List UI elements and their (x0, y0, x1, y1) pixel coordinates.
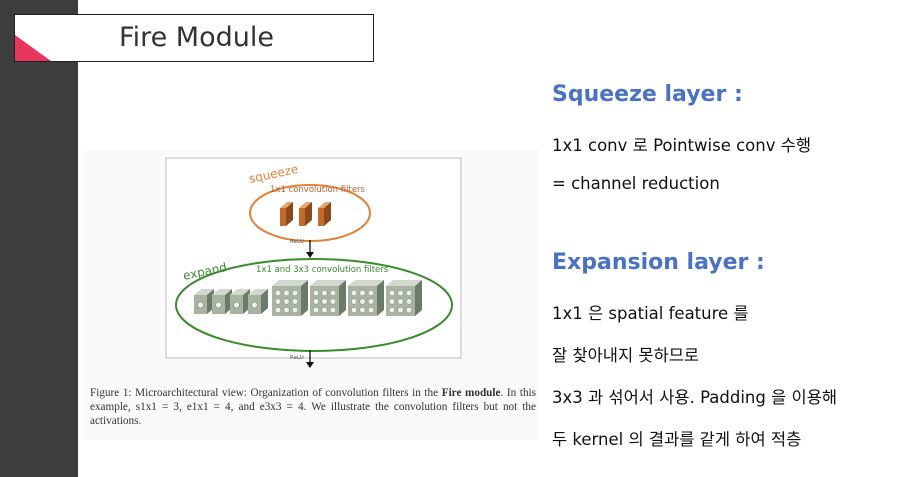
figure-caption: Figure 1: Microarchitectural view: Organ… (90, 386, 536, 428)
squeeze-line-2: = channel reduction (552, 174, 720, 193)
squeeze-filter-2 (299, 202, 312, 226)
expand-1x1-filter-3 (230, 289, 250, 314)
expansion-line-3: 3x3 과 섞어서 사용. Padding 을 이용해 (552, 388, 838, 407)
expand-ellipse (175, 258, 453, 352)
squeeze-filters-label: 1x1 convolution filters (270, 185, 366, 195)
fire-module-figure: squeeze 1x1 convolution filters ReLU exp… (84, 150, 538, 440)
relu-top-label: ReLU (290, 239, 304, 245)
fire-module-diagram: squeeze 1x1 convolution filters ReLU exp… (165, 157, 462, 368)
page-title: Fire Module (119, 22, 274, 53)
squeeze-line-1: 1x1 conv 로 Pointwise conv 수행 (552, 136, 812, 155)
expand-1x1-filter-2 (212, 289, 232, 314)
expansion-line-1: 1x1 은 spatial feature 를 (552, 304, 749, 323)
expand-1x1-filter-4 (248, 289, 268, 314)
caption-bold: Fire module (441, 387, 501, 399)
expand-3x3-filter-2 (310, 280, 346, 316)
relu-bottom-label: ReLU (290, 355, 304, 361)
title-accent-triangle (15, 35, 51, 61)
slide-sidebar (0, 0, 78, 477)
expand-3x3-filter-1 (272, 280, 308, 316)
expansion-line-4: 두 kernel 의 결과를 같게 하여 적층 (552, 430, 802, 449)
expand-filter-group (194, 280, 422, 316)
expand-3x3-filter-4 (386, 280, 422, 316)
title-box: Fire Module (14, 14, 374, 62)
expand-3x3-filter-3 (348, 280, 384, 316)
squeeze-heading: Squeeze layer : (552, 82, 743, 107)
caption-prefix: Figure 1: Microarchitectural view: Organ… (90, 387, 442, 399)
expansion-line-2: 잘 찾아내지 못하므로 (552, 346, 700, 365)
caption-suffix: . In this example, s1x1 = 3, e1x1 = 4, a… (90, 387, 537, 427)
expand-1x1-filter-1 (194, 289, 214, 314)
squeeze-filter-1 (280, 202, 293, 226)
expansion-heading: Expansion layer : (552, 250, 765, 275)
squeeze-filter-3 (318, 202, 331, 226)
expand-filters-label: 1x1 and 3x3 convolution filters (256, 265, 389, 275)
